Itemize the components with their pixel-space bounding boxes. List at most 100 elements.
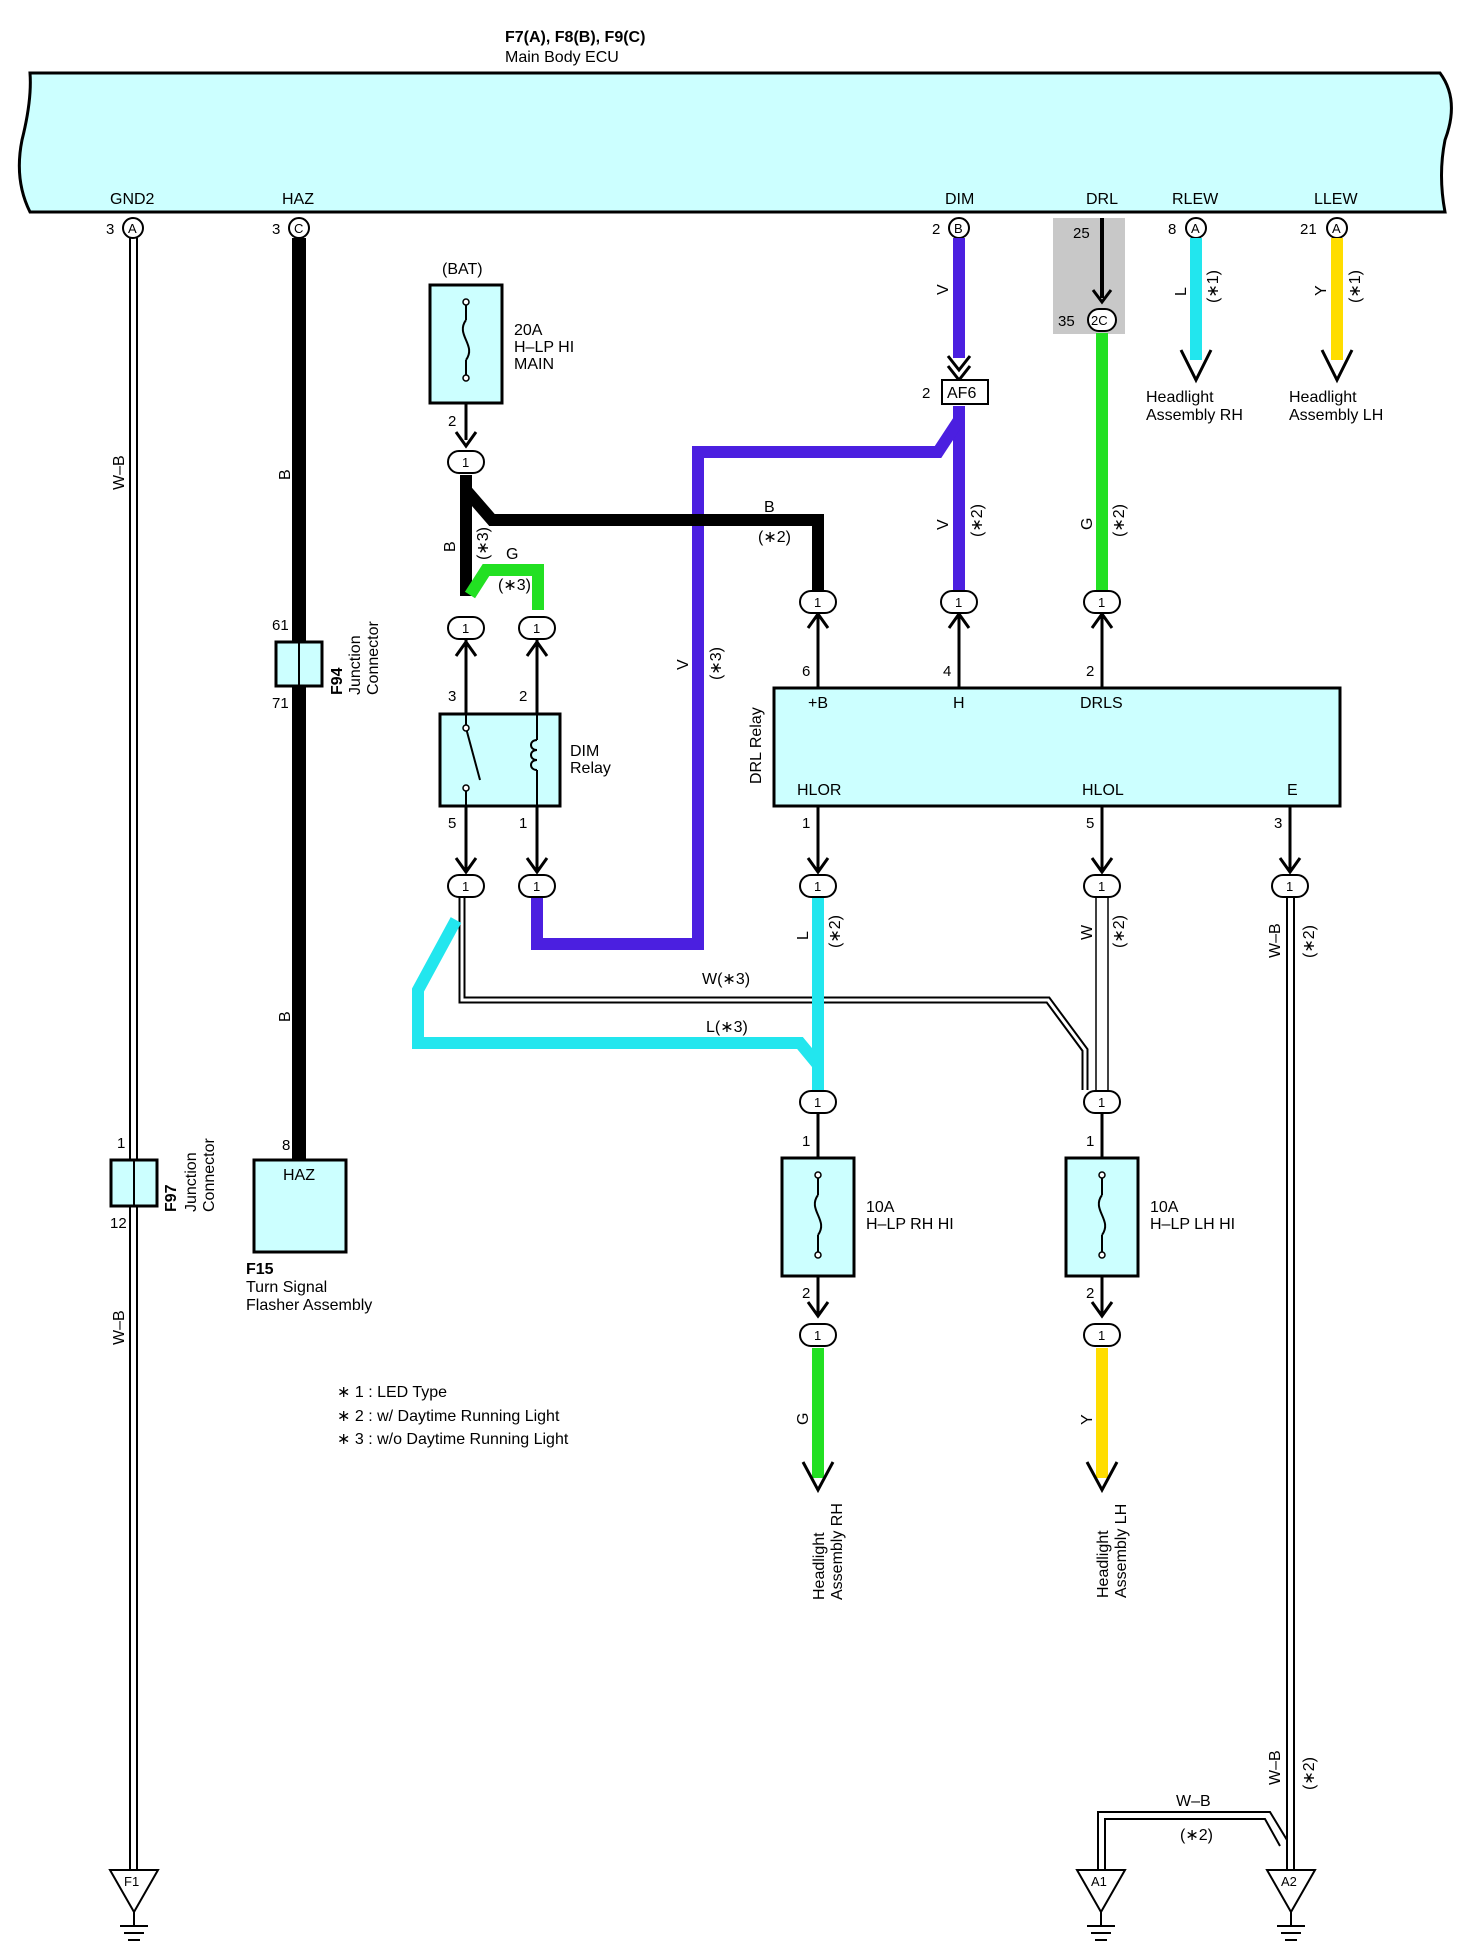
svg-text:(∗2): (∗2) — [1301, 1757, 1318, 1790]
wire-drl: 2C 35 G (∗2) — [1058, 218, 1128, 596]
conn-gnd2: A — [128, 221, 137, 236]
splice-lh-out: 1 — [1083, 1323, 1121, 1347]
svg-text:71: 71 — [272, 695, 289, 712]
svg-text:DRL Relay: DRL Relay — [748, 707, 765, 784]
svg-text:Headlight: Headlight — [1289, 389, 1357, 406]
svg-text:B: B — [764, 499, 775, 516]
svg-text:V: V — [935, 519, 952, 530]
terminal-rlew: RLEW — [1172, 191, 1219, 208]
pin-drl: 25 — [1073, 225, 1090, 242]
svg-text:AF6: AF6 — [947, 385, 976, 402]
terminal-llew: LLEW — [1314, 191, 1358, 208]
ground-a1: A1 — [1075, 1869, 1127, 1941]
dim-relay: 3 2 DIM Relay 5 1 — [438, 639, 611, 875]
svg-text:HLOL: HLOL — [1082, 782, 1124, 799]
wire-llew: Y (∗1) Headlight Assembly LH — [1289, 238, 1383, 424]
svg-text:(∗2): (∗2) — [1111, 504, 1128, 537]
svg-text:1: 1 — [1098, 879, 1105, 894]
svg-text:2: 2 — [448, 413, 456, 430]
splice-relay-1: 1 — [518, 874, 556, 898]
svg-text:1: 1 — [1098, 595, 1105, 610]
svg-text:6: 6 — [802, 663, 810, 680]
ground-f1: F1 — [108, 1869, 160, 1941]
pin-llew: 21 — [1300, 221, 1317, 238]
svg-text:Y: Y — [1079, 1414, 1096, 1425]
svg-text:2: 2 — [519, 688, 527, 705]
wire-l3: L(∗3) — [412, 917, 824, 1070]
pin-haz: 3 — [272, 221, 280, 238]
svg-text:E: E — [1287, 782, 1298, 799]
svg-text:1: 1 — [814, 595, 821, 610]
ecu-title: F7(A), F8(B), F9(C) — [505, 29, 645, 46]
splice-drl-hlor: 1 — [799, 874, 837, 898]
svg-text:1: 1 — [462, 879, 469, 894]
wire-w3: W(∗3) — [458, 898, 1089, 1090]
splice-drl-hlol: 1 — [1083, 874, 1121, 898]
terminal-dim: DIM — [945, 191, 974, 208]
svg-text:8: 8 — [282, 1137, 290, 1154]
wire-hlol: W (∗2) — [1079, 898, 1128, 1090]
svg-text:Junction: Junction — [183, 1152, 200, 1212]
svg-text:(∗2): (∗2) — [1180, 1827, 1213, 1844]
svg-text:(BAT): (BAT) — [442, 261, 483, 278]
svg-text:HLOR: HLOR — [797, 782, 841, 799]
svg-text:L(∗3): L(∗3) — [706, 1019, 748, 1036]
af6-connector: AF6 2 — [922, 379, 989, 405]
fuse-lh: 1 10A H–LP LH HI 2 Y Headlight Assembly … — [1064, 1114, 1235, 1598]
main-body-ecu: F7(A), F8(B), F9(C) Main Body ECU GND2 H… — [17, 29, 1453, 214]
svg-text:B: B — [277, 1011, 294, 1022]
legend-note-1: ∗ 1 : LED Type — [337, 1384, 447, 1401]
svg-text:(∗2): (∗2) — [758, 529, 791, 546]
svg-text:1: 1 — [955, 595, 962, 610]
wire-e-ground: W–B (∗2) W–B (∗2) W–B (∗2) — [1097, 898, 1318, 1870]
svg-text:V: V — [675, 659, 692, 670]
svg-text:1: 1 — [814, 1328, 821, 1343]
splice-relay-5: 1 — [447, 874, 485, 898]
svg-text:Assembly RH: Assembly RH — [1146, 407, 1243, 424]
drl-relay: 6 4 2 DRL Relay +B H DRLS HLOR HLOL E 1 … — [748, 611, 1342, 875]
svg-text:12: 12 — [110, 1215, 127, 1232]
svg-text:W(∗3): W(∗3) — [702, 971, 750, 988]
svg-text:(∗2): (∗2) — [827, 915, 844, 948]
wire-haz: B B — [277, 238, 306, 1160]
svg-text:10A: 10A — [866, 1199, 895, 1216]
svg-text:H–LP HI: H–LP HI — [514, 339, 574, 356]
svg-text:5: 5 — [448, 815, 456, 832]
svg-text:G: G — [1079, 518, 1096, 530]
terminal-gnd2: GND2 — [110, 191, 155, 208]
svg-text:1: 1 — [814, 879, 821, 894]
svg-text:L: L — [795, 931, 812, 940]
svg-text:L: L — [1173, 287, 1190, 296]
svg-text:Flasher Assembly: Flasher Assembly — [246, 1297, 372, 1314]
svg-text:Junction: Junction — [347, 635, 364, 695]
svg-text:H–LP RH HI: H–LP RH HI — [866, 1216, 954, 1233]
svg-text:1: 1 — [519, 815, 527, 832]
svg-text:B: B — [442, 541, 459, 552]
svg-text:(∗3): (∗3) — [475, 527, 492, 560]
svg-text:5: 5 — [1086, 815, 1094, 832]
svg-text:20A: 20A — [514, 322, 543, 339]
conn-haz: C — [294, 221, 303, 236]
svg-text:(∗2): (∗2) — [1301, 925, 1318, 958]
svg-text:4: 4 — [943, 663, 951, 680]
fuse-20a-main: (BAT) 20A H–LP HI MAIN 2 — [428, 261, 574, 449]
wire-g-dim: G (∗3) — [464, 546, 544, 610]
splice-rh-out: 1 — [799, 1323, 837, 1347]
svg-text:(∗3): (∗3) — [498, 577, 531, 594]
svg-text:1: 1 — [802, 815, 810, 832]
splice-lh-in: 1 — [1083, 1090, 1121, 1114]
svg-text:G: G — [795, 1413, 812, 1425]
svg-text:W–B: W–B — [1176, 1793, 1211, 1810]
splice-drl-h: 1 — [940, 590, 978, 614]
wire-b-supply: B (∗2) B (∗3) — [442, 475, 824, 596]
svg-text:(∗2): (∗2) — [1111, 915, 1128, 948]
svg-text:W–B: W–B — [111, 455, 128, 490]
svg-text:10A: 10A — [1150, 1199, 1179, 1216]
svg-text:(∗3): (∗3) — [708, 647, 725, 680]
legend-note-3: ∗ 3 : w/o Daytime Running Light — [337, 1431, 569, 1448]
splice-drl-e: 1 — [1271, 874, 1309, 898]
svg-text:1: 1 — [462, 455, 469, 470]
svg-text:1: 1 — [802, 1133, 810, 1150]
ecu-subtitle: Main Body ECU — [505, 49, 619, 66]
terminal-haz: HAZ — [282, 191, 314, 208]
